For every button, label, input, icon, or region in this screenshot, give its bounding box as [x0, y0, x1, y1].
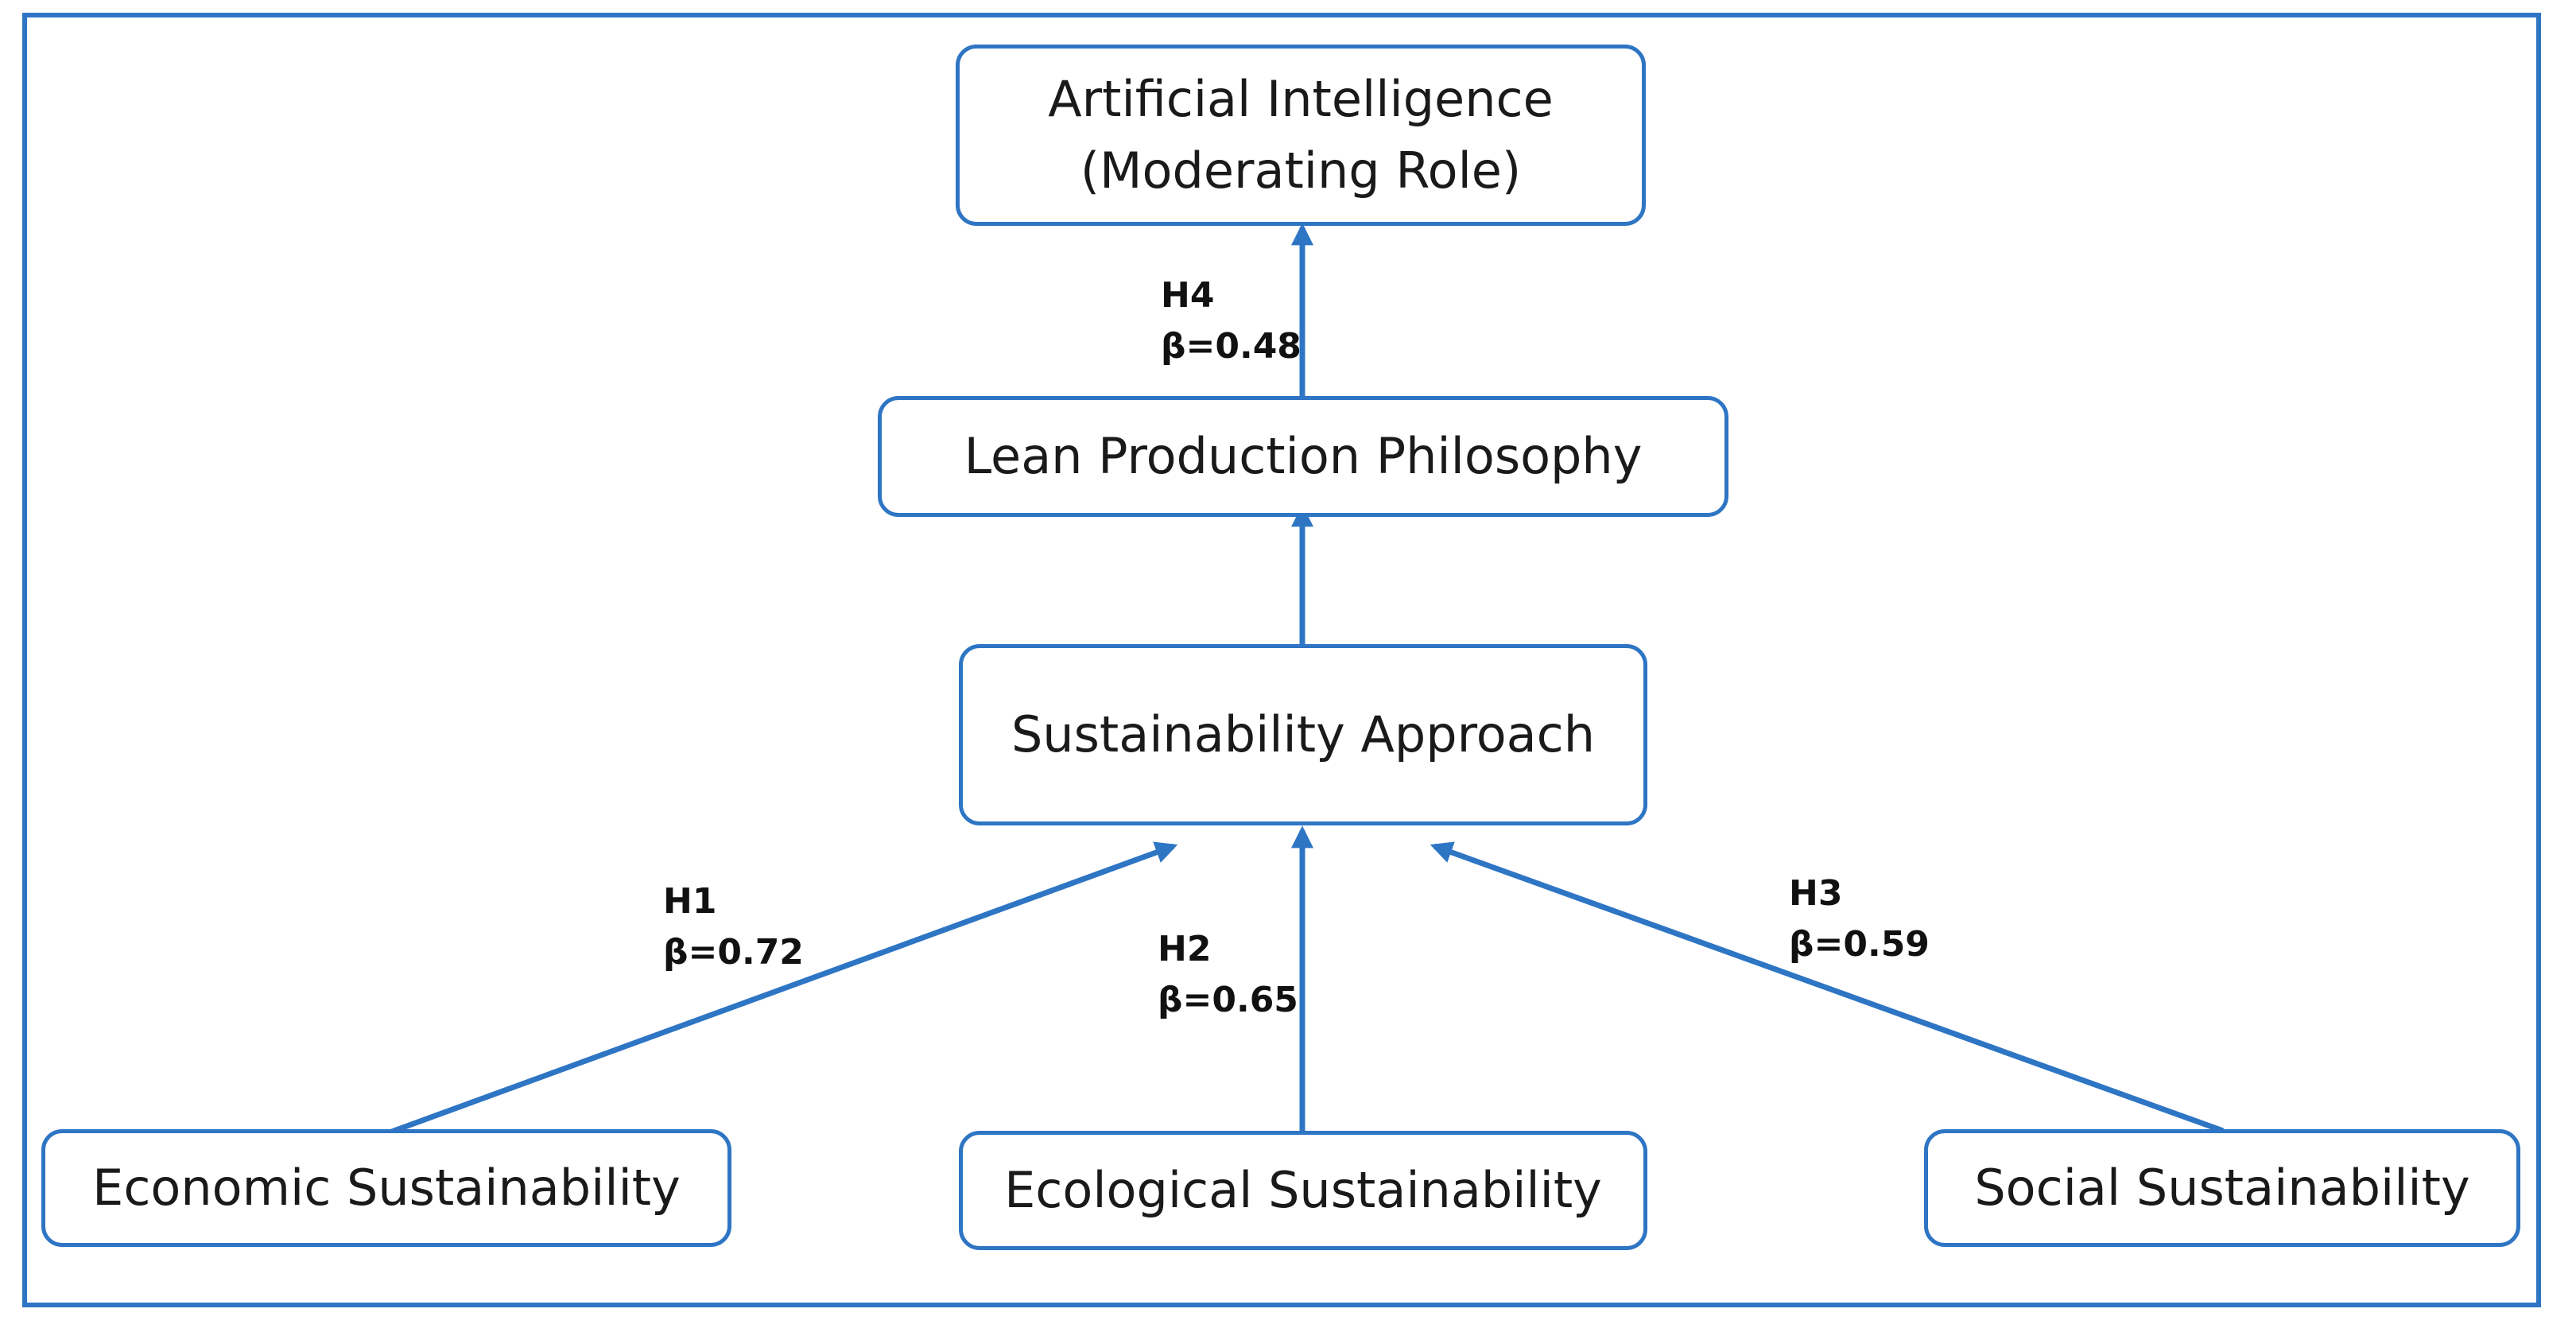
- node-ecological-sustainability-label: Ecological Sustainability: [1004, 1161, 1602, 1220]
- node-social-sustainability-label: Social Sustainability: [1974, 1159, 2470, 1217]
- node-lean-production-philosophy-label: Lean Production Philosophy: [964, 427, 1643, 486]
- node-artificial-intelligence-title: Artificial Intelligence: [1048, 70, 1554, 129]
- edge-label-h2-hypothesis: H2: [1158, 929, 1212, 969]
- edge-label-h2-beta: β=0.65: [1158, 979, 1298, 1020]
- node-artificial-intelligence: Artificial Intelligence (Moderating Role…: [956, 45, 1646, 226]
- node-sustainability-approach-label: Sustainability Approach: [1011, 705, 1596, 764]
- edge-label-h4-beta: β=0.48: [1161, 325, 1302, 367]
- edge-label-h3-hypothesis: H3: [1789, 873, 1843, 914]
- edge-label-h1-hypothesis: H1: [663, 881, 717, 922]
- node-economic-sustainability-label: Economic Sustainability: [92, 1159, 681, 1217]
- edge-label-h3: H3 β=0.59: [1789, 868, 1930, 970]
- arrow-h1-economic-to-sustainability: [388, 841, 1178, 1136]
- edge-label-h1: H1 β=0.72: [663, 876, 804, 978]
- edge-label-h2: H2 β=0.65: [1158, 924, 1298, 1026]
- edge-label-h3-beta: β=0.59: [1789, 923, 1930, 965]
- node-sustainability-approach: Sustainability Approach: [959, 644, 1647, 825]
- node-lean-production-philosophy: Lean Production Philosophy: [878, 396, 1728, 517]
- arrow-h3-social-to-sustainability: [1430, 841, 2225, 1134]
- node-artificial-intelligence-role: (Moderating Role): [1080, 142, 1522, 200]
- edge-label-h4: H4 β=0.48: [1161, 270, 1302, 372]
- node-social-sustainability: Social Sustainability: [1924, 1129, 2520, 1247]
- node-ecological-sustainability: Ecological Sustainability: [959, 1131, 1647, 1250]
- diagram-frame: [22, 13, 2541, 1307]
- edge-label-h1-beta: β=0.72: [663, 931, 804, 973]
- node-economic-sustainability: Economic Sustainability: [41, 1129, 731, 1247]
- edge-label-h4-hypothesis: H4: [1161, 275, 1215, 316]
